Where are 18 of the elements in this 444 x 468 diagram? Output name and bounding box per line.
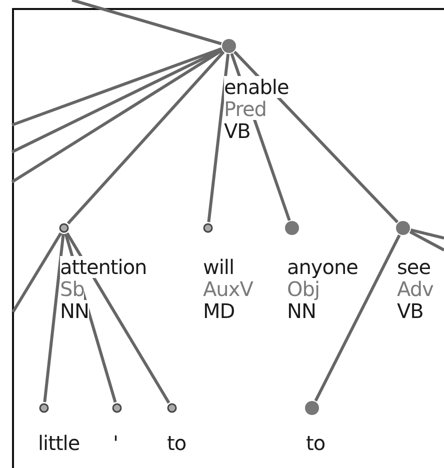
tree-branch [12,232,62,313]
function-label: Pred [224,98,266,120]
tree-branch [72,0,222,46]
tree-branch [314,234,401,402]
tree-branch [11,47,222,126]
tree-branch [409,230,444,252]
word-label: enable [224,76,289,98]
tree-branch [207,54,230,222]
tree-branch [11,48,224,184]
tree-branch [410,228,444,240]
word-label: attention [60,256,147,278]
tree-branch [11,48,222,154]
function-label: Obj [287,278,320,300]
function-label: Sb [60,278,84,300]
tree-branch [66,232,170,404]
tree-branch [233,50,399,224]
tree-branch [43,234,65,402]
tree-branch [66,50,225,225]
